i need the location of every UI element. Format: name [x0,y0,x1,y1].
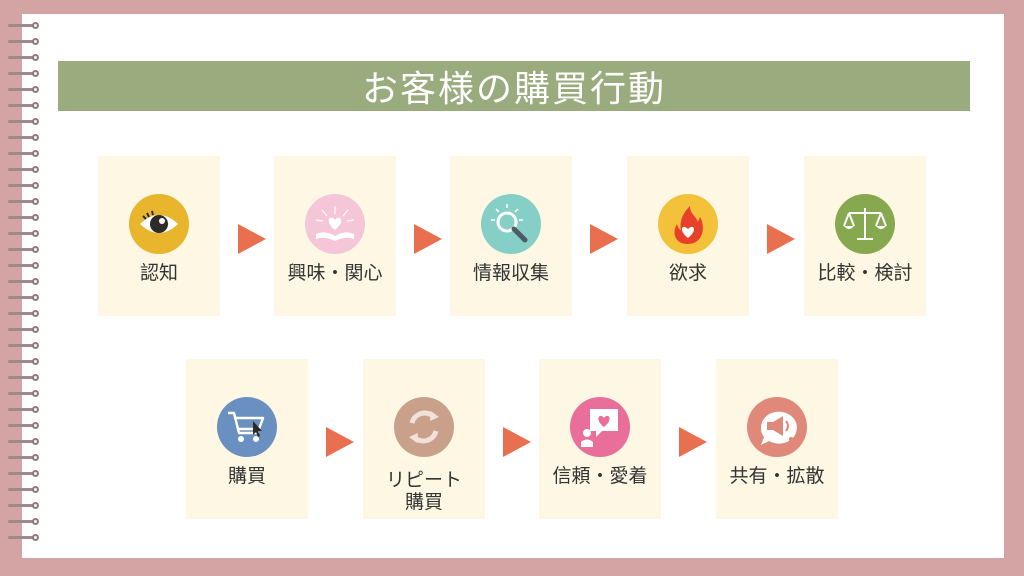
binding-ring [8,486,42,494]
step-label-line1: リピート [385,469,462,491]
step-card-interest: 興味・関心 [274,156,396,316]
step-label: 認知 [139,262,178,284]
page-title: お客様の購買行動 [58,61,970,111]
binding-ring [8,278,42,286]
step-label-line2: 購買 [404,491,443,513]
step-label: 情報収集 [472,262,549,284]
step-label: リピート 購買 [353,469,495,513]
binding-ring [8,422,42,430]
step-card-desire: 欲求 [627,156,749,316]
binding-ring [8,70,42,78]
binding-ring [8,470,42,478]
binding-ring [8,326,42,334]
megaphone-icon [747,397,807,457]
speech-heart-icon [570,397,630,457]
flow-arrow [503,427,531,457]
eye-icon [129,194,189,254]
step-label: 購買 [227,465,266,487]
binding-ring [8,502,42,510]
binding-ring [8,166,42,174]
step-card-research: 情報収集 [450,156,572,316]
binding-ring [8,534,42,542]
binding-ring [8,230,42,238]
flow-arrow [326,427,354,457]
fire-heart-icon [658,194,718,254]
flow-arrow [238,224,266,254]
flow-arrow [414,224,442,254]
step-card-purchase: 購買 [186,359,308,519]
step-label: 興味・関心 [287,262,383,284]
binding-ring [8,102,42,110]
step-card-compare: 比較・検討 [804,156,926,316]
step-label: 信頼・愛着 [552,465,648,487]
binding-ring [8,390,42,398]
binding-ring [8,198,42,206]
binding-ring [8,406,42,414]
binding-ring [8,150,42,158]
binding-ring [8,182,42,190]
binding-ring [8,118,42,126]
binding-ring [8,86,42,94]
binding-ring [8,358,42,366]
recycle-icon [394,397,454,457]
binding-ring [8,310,42,318]
binding-ring [8,518,42,526]
magnifier-icon [481,194,541,254]
step-label: 共有・拡散 [729,465,825,487]
binding-ring [8,246,42,254]
flow-arrow [767,224,795,254]
binding-ring [8,38,42,46]
cart-icon [217,397,277,457]
binding-ring [8,214,42,222]
step-card-repeat: リピート 購買 [363,359,485,519]
step-card-trust: 信頼・愛着 [539,359,661,519]
step-card-awareness: 認知 [98,156,220,316]
binding-ring [8,454,42,462]
step-card-share: 共有・拡散 [716,359,838,519]
binding-ring [8,22,42,30]
heart-hands-icon [305,194,365,254]
spiral-binding [8,22,48,552]
scales-icon [835,194,895,254]
binding-ring [8,374,42,382]
binding-ring [8,342,42,350]
binding-ring [8,134,42,142]
binding-ring [8,438,42,446]
step-label: 比較・検討 [817,262,913,284]
binding-ring [8,54,42,62]
binding-ring [8,294,42,302]
flow-arrow [590,224,618,254]
flow-arrow [679,427,707,457]
binding-ring [8,262,42,270]
step-label: 欲求 [668,262,707,284]
